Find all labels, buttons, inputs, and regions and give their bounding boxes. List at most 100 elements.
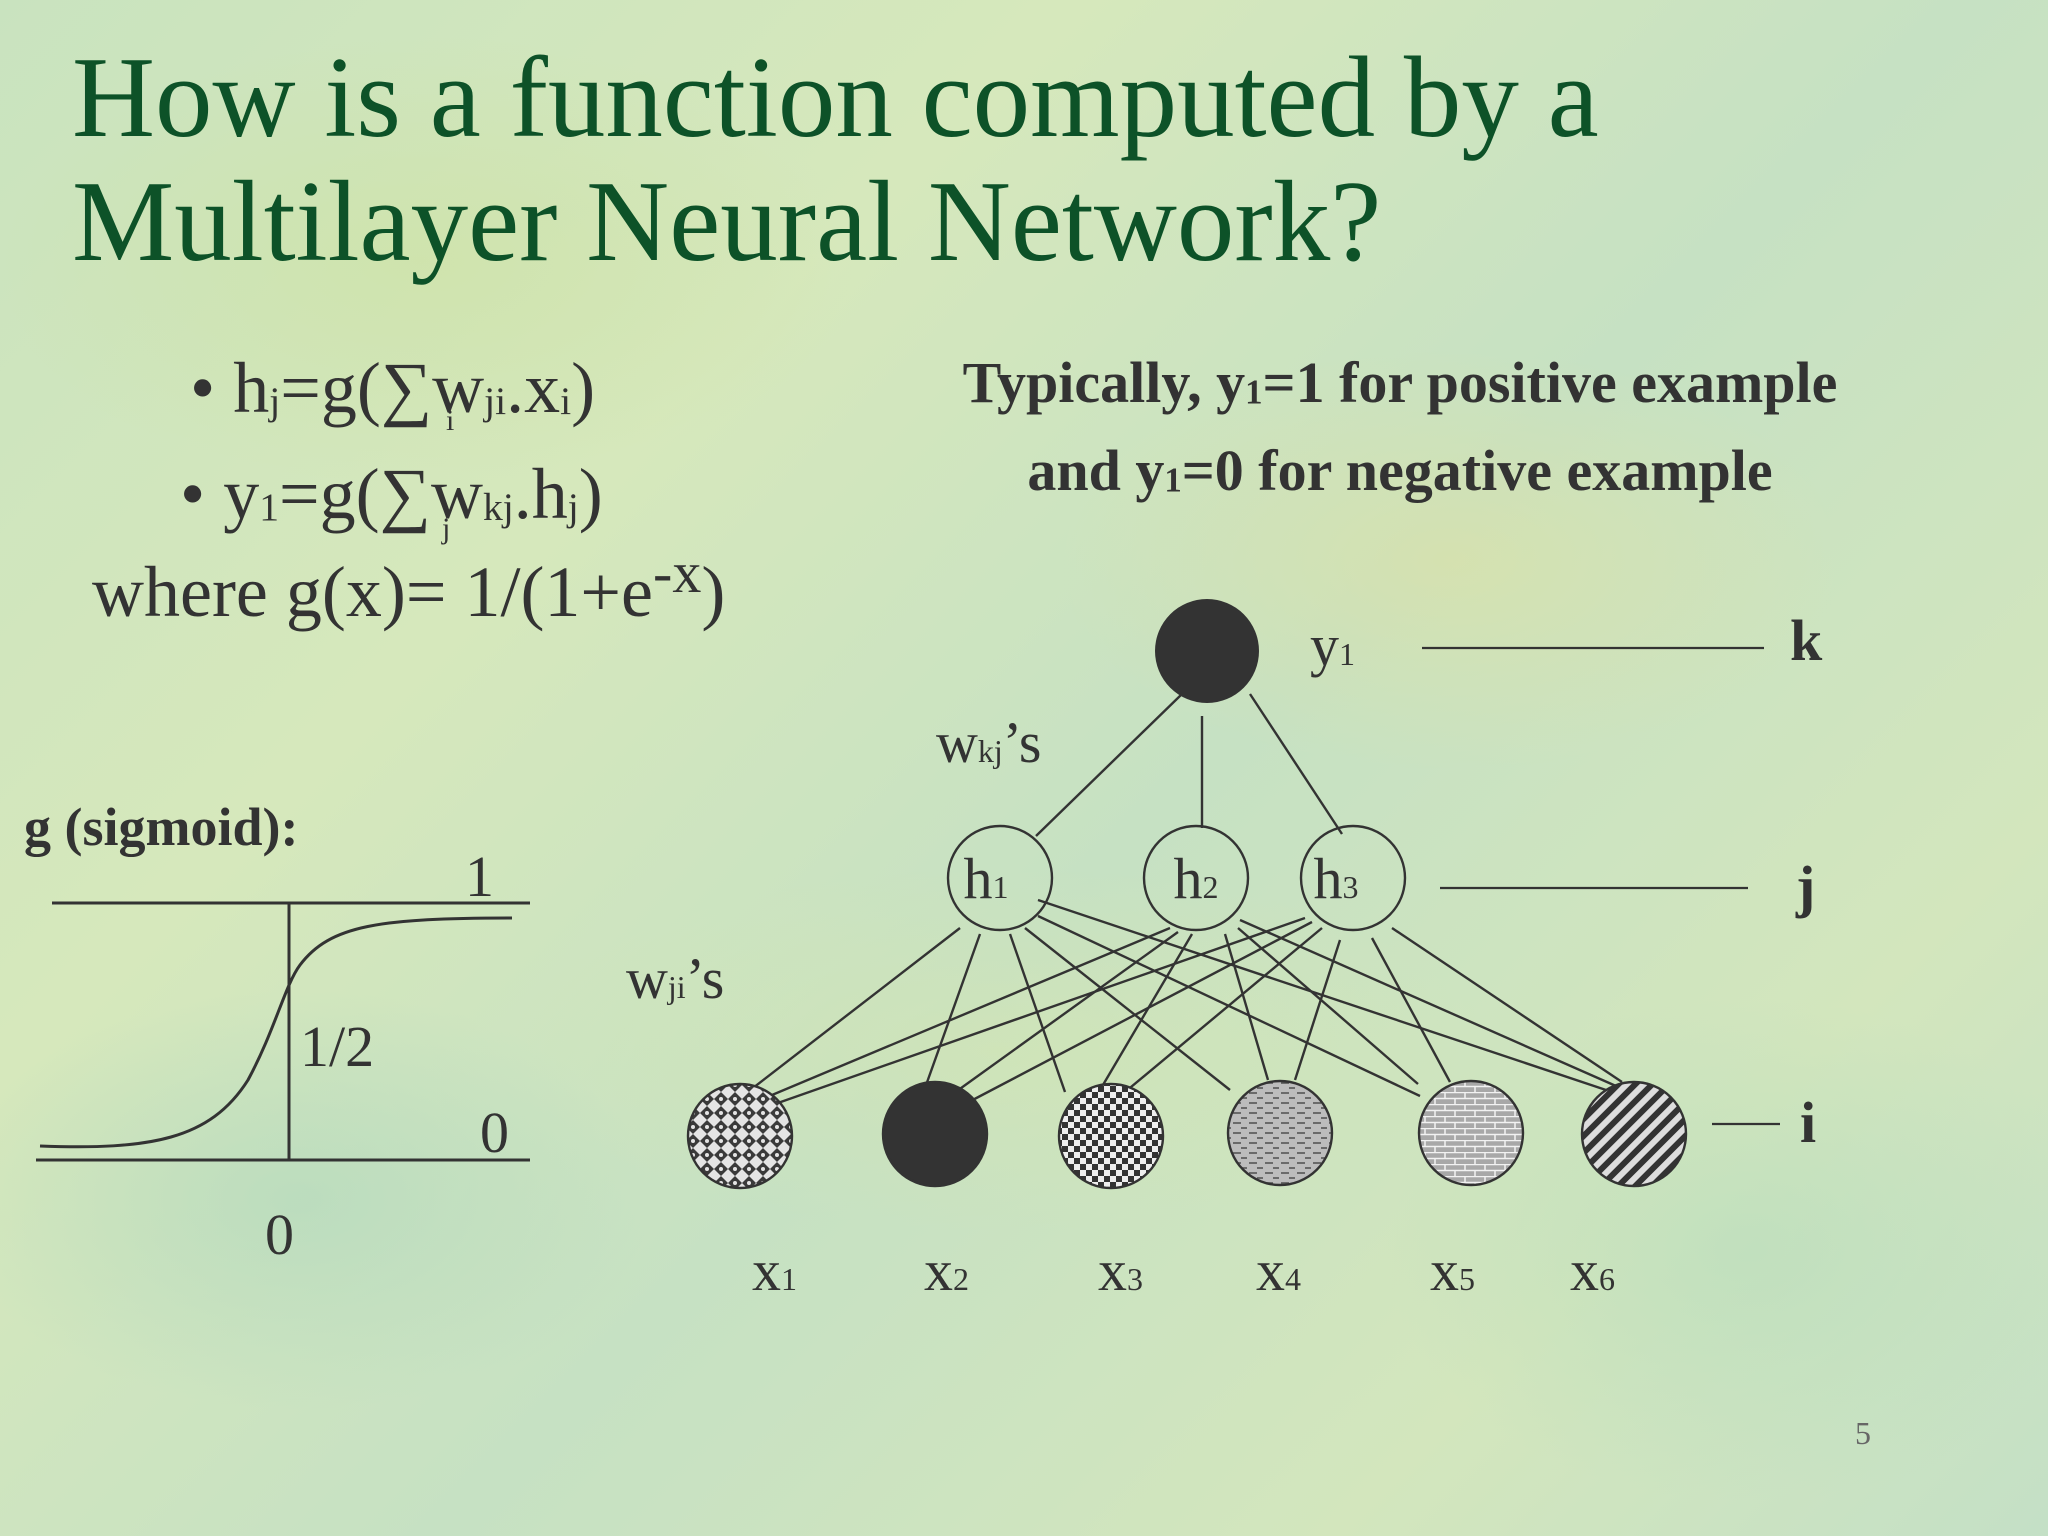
edge-x6-h2 — [1239, 918, 1617, 1088]
edge-h3-y1 — [1248, 693, 1344, 835]
edge-x1-h2 — [759, 926, 1171, 1102]
layer-i-label: i — [1800, 1090, 1816, 1155]
layer-j-label: j — [1795, 854, 1815, 919]
input-node-x5 — [1417, 1079, 1525, 1187]
formula-subscript: ji — [484, 378, 507, 423]
input-label-x5: x5 — [1430, 1238, 1475, 1303]
weight-symbol: w — [936, 710, 978, 775]
formula-superscript: -x — [653, 540, 702, 605]
sum-index-j: j — [442, 512, 451, 545]
note-text: =0 for negative example — [1181, 437, 1773, 503]
formula-subscript: i — [560, 378, 572, 423]
weight-symbol: w — [626, 946, 668, 1011]
page-number: 5 — [1855, 1415, 1871, 1451]
weight-subscript: kj — [978, 733, 1003, 769]
input-node-x4 — [1226, 1079, 1334, 1187]
input-node-x1 — [686, 1082, 794, 1190]
output-label: y1 — [1310, 613, 1355, 678]
formula-hidden-activation: • hj=g(∑wji.xi) — [190, 348, 595, 441]
input-node-x6 — [1580, 1080, 1688, 1188]
edge-x5-h3 — [1370, 937, 1452, 1083]
node-subscript: 4 — [1285, 1261, 1301, 1297]
formula-text: ) — [578, 454, 603, 534]
node-name: x — [924, 1238, 953, 1303]
hidden-node-h1 — [946, 824, 1054, 932]
note-subscript: 1 — [1164, 460, 1182, 500]
node-name: x — [1570, 1238, 1599, 1303]
sigmoid-one-label: 1 — [465, 844, 494, 909]
node-name: x — [1098, 1238, 1127, 1303]
label-note: Typically, y1=1 for positive example and… — [830, 344, 1970, 519]
node-subscript: 1 — [993, 869, 1009, 905]
wkj-connections — [1035, 693, 1344, 837]
output-node-y1 — [1155, 599, 1259, 703]
formula-text: ) — [571, 348, 596, 428]
edge-x6-h3 — [1391, 927, 1623, 1083]
bullet: • — [180, 454, 206, 534]
input-label-x6: x6 — [1570, 1238, 1615, 1303]
formula-sigmoid-definition: where g(x)= 1/(1+e-x) — [92, 540, 726, 637]
bullet: • — [190, 348, 216, 428]
note-text: and y — [1027, 437, 1165, 503]
formula-text: where g(x)= 1/(1+e — [92, 552, 653, 632]
hidden-node-h2 — [1142, 824, 1250, 932]
formula-subscript: 1 — [259, 484, 280, 529]
edge-x2-h3 — [964, 920, 1313, 1106]
note-text: =1 for positive example — [1262, 350, 1838, 415]
formula-text: .h — [513, 454, 568, 534]
node-subscript: 2 — [1203, 869, 1219, 905]
hidden-label-h3: h3 — [1314, 846, 1359, 911]
input-node-x3 — [1057, 1082, 1165, 1190]
formula-text: =g( — [279, 454, 380, 534]
formula-symbol: w — [430, 454, 483, 534]
formula-text: ) — [701, 552, 726, 632]
title-line-1: How is a function computed by a — [72, 34, 1599, 161]
node-subscript: 3 — [1127, 1261, 1143, 1297]
hidden-label-h2: h2 — [1174, 846, 1219, 911]
formula-subscript: j — [567, 484, 579, 529]
formula-subscript: j — [269, 378, 281, 423]
edge-x5-h2 — [1237, 927, 1419, 1085]
weight-subscript: ji — [667, 969, 686, 1005]
note-line-2: and y1=0 for negative example — [830, 432, 1970, 520]
node-name: x — [752, 1238, 781, 1303]
edge-x4-h2 — [1223, 933, 1270, 1081]
edge-x5-h1 — [1037, 914, 1421, 1098]
sigma-symbol: ∑ — [379, 454, 431, 534]
node-subscript: 5 — [1459, 1261, 1475, 1297]
formula-subscript: kj — [482, 484, 514, 529]
sigmoid-zero-x-label: 0 — [265, 1202, 294, 1267]
sum-index-i: i — [446, 404, 455, 437]
edge-x4-h1 — [1024, 927, 1231, 1091]
wkj-label: wkj’s — [936, 710, 1041, 775]
layer-k-label: k — [1790, 608, 1823, 673]
note-subscript: 1 — [1245, 372, 1263, 412]
node-name: x — [1256, 1238, 1285, 1303]
edge-x2-h2 — [949, 931, 1179, 1097]
input-label-x3: x3 — [1098, 1238, 1143, 1303]
node-name: y — [1310, 613, 1339, 678]
node-name: h — [1314, 846, 1343, 911]
input-label-x4: x4 — [1256, 1238, 1301, 1303]
slide-title: How is a function computed by a Multilay… — [72, 36, 1972, 284]
edge-x4-h3 — [1293, 939, 1342, 1081]
sigmoid-zero-y-label: 0 — [480, 1100, 509, 1165]
weight-suffix: ’s — [1003, 710, 1042, 775]
edge-h1-y1 — [1035, 693, 1183, 837]
formula-text: .x — [506, 348, 561, 428]
wji-connections — [739, 898, 1623, 1106]
sigmoid-curve — [39, 916, 513, 1149]
node-subscript: 2 — [953, 1261, 969, 1297]
node-subscript: 6 — [1599, 1261, 1615, 1297]
formula-text: =g( — [280, 348, 381, 428]
edge-x3-h1 — [1008, 933, 1067, 1093]
input-label-x2: x2 — [924, 1238, 969, 1303]
sigmoid-plot — [36, 901, 530, 1162]
node-subscript: 1 — [781, 1261, 797, 1297]
node-subscript: 1 — [1339, 636, 1355, 672]
input-node-x2 — [881, 1080, 989, 1188]
input-label-x1: x1 — [752, 1238, 797, 1303]
node-name: h — [1174, 846, 1203, 911]
title-line-2: Multilayer Neural Network? — [72, 158, 1382, 285]
